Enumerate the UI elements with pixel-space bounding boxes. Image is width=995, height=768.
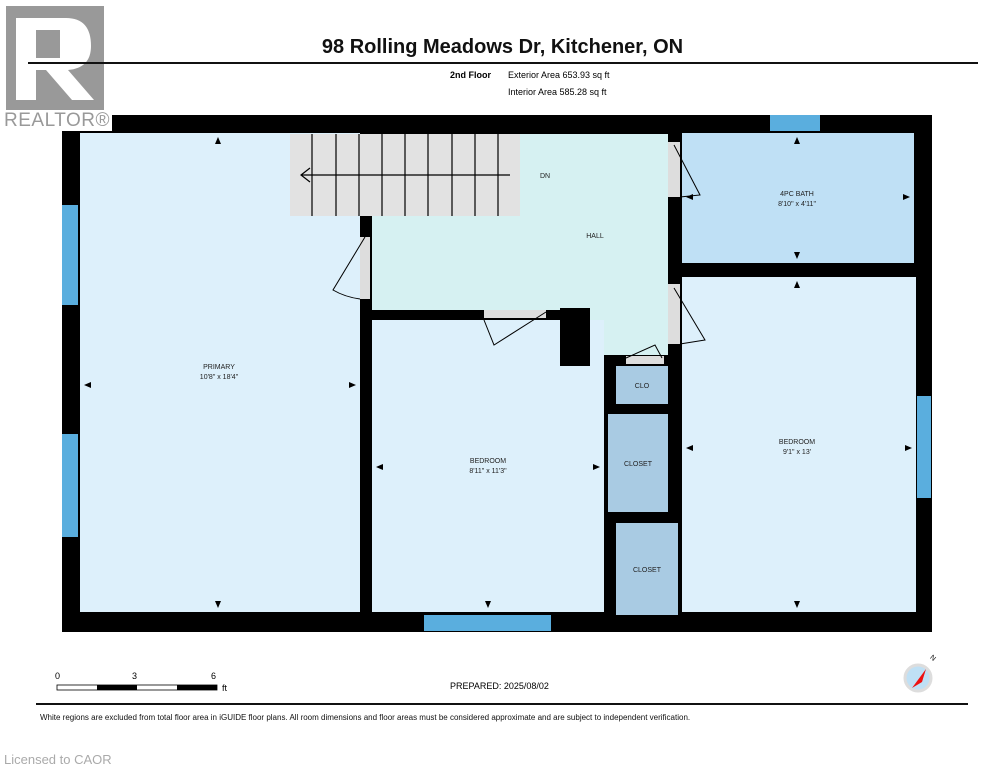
scale-tick-0: 0 [55, 671, 61, 681]
clo-label: CLO [635, 383, 650, 390]
prepared-date: PREPARED: 2025/08/02 [450, 681, 549, 691]
door-swings [332, 142, 706, 364]
scale-unit: ft [222, 683, 228, 693]
interior-area: Interior Area 585.28 sq ft [508, 87, 607, 97]
closet-1-label: CLOSET [624, 461, 653, 468]
closet-2-label: CLOSET [633, 567, 662, 574]
room-hall [372, 134, 668, 355]
license-note: Licensed to CAOR [4, 752, 112, 767]
realtor-wordmark: REALTOR® [4, 110, 112, 131]
divider [36, 703, 968, 705]
disclaimer: White regions are excluded from total fl… [40, 713, 691, 722]
page-title: 98 Rolling Meadows Dr, Kitchener, ON [321, 36, 684, 58]
room-bath [682, 133, 914, 263]
windows [62, 115, 931, 631]
room-closet-1 [608, 414, 668, 512]
scale-tick-6: 6 [211, 671, 217, 681]
room-bedroom-mid [372, 320, 604, 612]
bedroom-mid-dims: 8'11" x 11'3" [469, 468, 507, 475]
room-closet-2 [616, 523, 678, 615]
bedroom-mid-label: BEDROOM [470, 458, 506, 465]
bath-label: 4PC BATH [780, 191, 814, 198]
divider [28, 62, 978, 64]
stairs-label: DN [540, 173, 550, 180]
exterior-area: Exterior Area 653.93 sq ft [508, 70, 610, 80]
dimension-arrows [84, 137, 912, 608]
primary-label: PRIMARY [203, 364, 235, 371]
floor-label: 2nd Floor [450, 70, 491, 80]
room-clo [616, 366, 668, 404]
scale-bar [56, 684, 218, 691]
realtor-logo [6, 6, 104, 110]
hall-label: HALL [586, 233, 604, 240]
primary-dims: 10'8" x 18'4" [200, 374, 239, 381]
room-bedroom-right [682, 277, 916, 612]
scale-tick-3: 3 [132, 671, 138, 681]
stair-treads [300, 134, 510, 216]
bedroom-right-label: BEDROOM [779, 439, 815, 446]
bedroom-right-dims: 9'1" x 13' [783, 449, 811, 456]
compass-icon [903, 663, 933, 693]
bath-dims: 8'10" x 4'11" [778, 201, 816, 208]
